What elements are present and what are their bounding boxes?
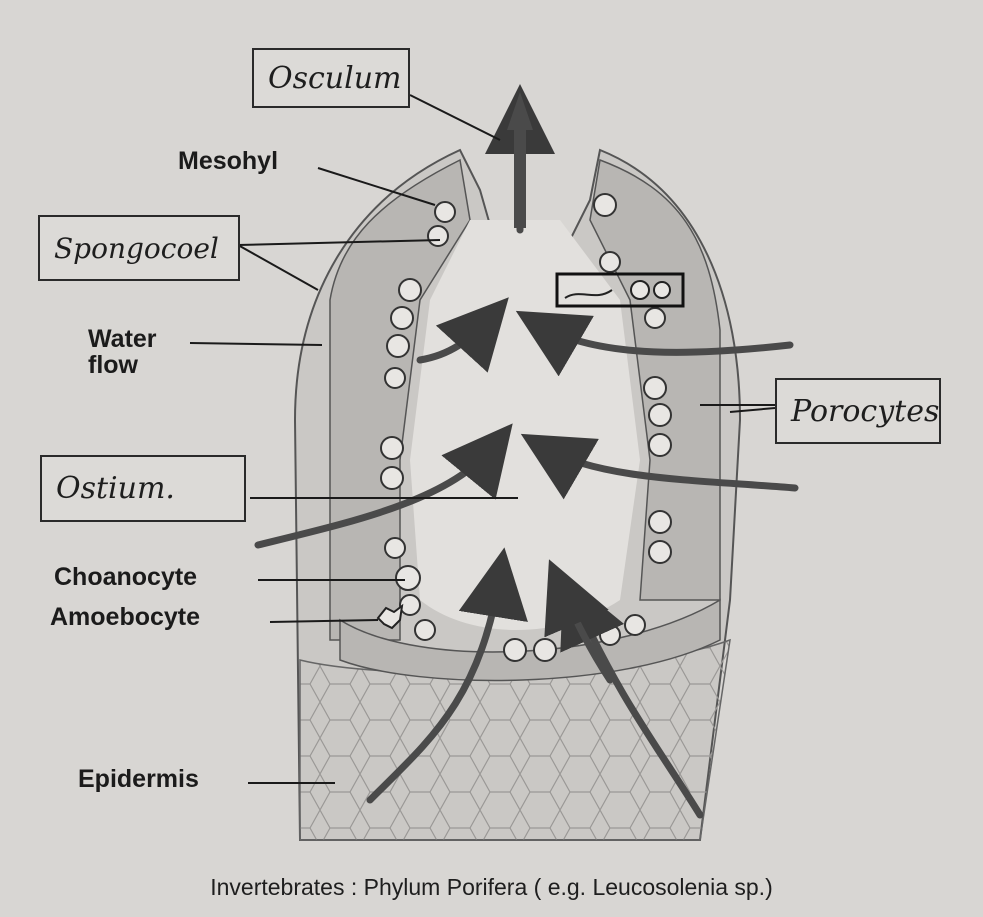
leader-lines — [189, 94, 776, 784]
spongocoel-cavity — [410, 220, 640, 630]
label-choanocyte: Choanocyte — [54, 563, 198, 591]
label-osculum: Osculum — [252, 48, 410, 108]
osculum-arrow — [507, 92, 533, 130]
label-ostium: Ostium. — [40, 455, 246, 522]
amoebocyte-cell — [376, 603, 404, 630]
label-mesohyl: Mesohyl — [178, 147, 279, 175]
label-epidermis: Epidermis — [78, 765, 199, 793]
choanocyte-cells-right — [503, 193, 672, 662]
porocyte-detail-box — [555, 272, 685, 308]
label-spongocoel: Spongocoel — [38, 215, 240, 281]
choanocyte-cells-left — [380, 201, 456, 641]
bottom-body-wall — [339, 598, 721, 682]
label-amoebocyte: Amoebocyte — [50, 603, 201, 631]
label-water-flow: Water flow — [88, 325, 157, 380]
label-porocytes: Porocytes — [775, 378, 941, 444]
figure-caption: Invertebrates : Phylum Porifera ( e.g. L… — [210, 874, 773, 900]
